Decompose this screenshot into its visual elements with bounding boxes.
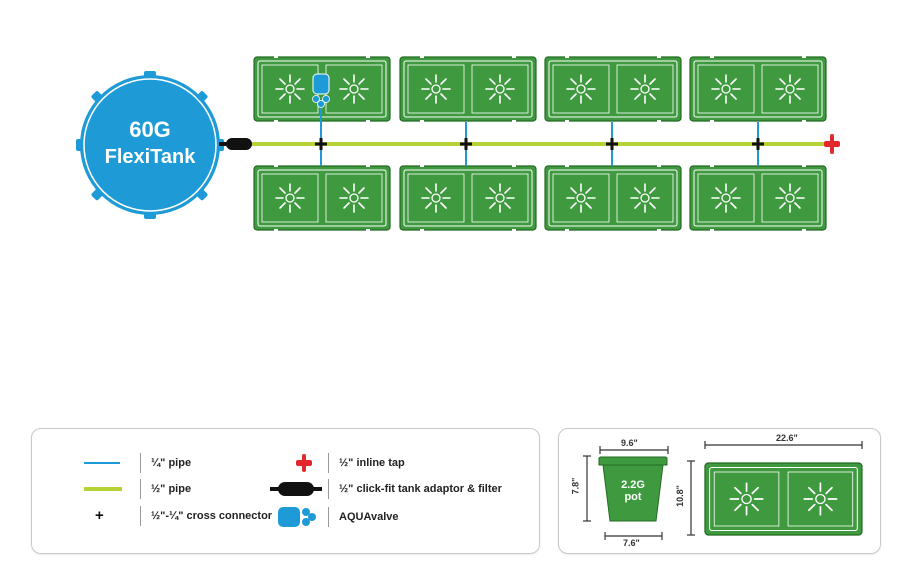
tray-height: 10.8" (674, 485, 685, 507)
tank-label-line1: 60G (129, 117, 171, 142)
tray-row-top (254, 56, 826, 122)
tray-row-bottom (254, 165, 826, 231)
legend-aquavalve: AQUAvalve (339, 511, 399, 523)
legend-row-tank-adaptor: ½" click-fit tank adaptor & filter (268, 476, 502, 502)
legend-row-aquavalve: AQUAvalve (268, 504, 399, 530)
pot-label: 2.2G pot (619, 479, 647, 503)
legend-row-cross-connector: + ½"-¼" cross connector (62, 503, 272, 529)
legend-quarter-pipe: ¼" pipe (151, 457, 192, 469)
half-pipe-icon (62, 476, 132, 502)
pot-top-width: 9.6" (621, 438, 638, 448)
legend-cross-connector: ½"-¼" cross connector (151, 510, 273, 522)
legend-row-half-pipe: ½" pipe (62, 476, 191, 502)
aquavalve-icon (312, 73, 330, 108)
aquavalve-icon (268, 504, 328, 530)
pot-label-line2: pot (624, 491, 642, 503)
quarter-pipe-icon (62, 450, 132, 476)
inline-tap-icon (288, 450, 328, 476)
tank-label-line2: FlexiTank (105, 146, 197, 168)
cross-connector-icon: + (95, 507, 104, 524)
tank-adaptor-icon (268, 476, 328, 502)
legend-tank-adaptor: ½" click-fit tank adaptor & filter (339, 483, 502, 495)
legend-half-pipe: ½" pipe (151, 483, 192, 495)
legend-row-inline-tap: ½" inline tap (288, 450, 405, 476)
pot-bottom-width: 7.6" (623, 538, 640, 548)
tank-adaptor-icon (219, 138, 252, 150)
legend-inline-tap: ½" inline tap (339, 457, 405, 469)
inline-tap-icon (824, 134, 840, 154)
flexitank: 60G FlexiTank (76, 71, 224, 219)
legend-panel: ¼" pipe ½" pipe + ½"-¼" cross connector … (31, 428, 540, 554)
pot-label-line1: 2.2G (621, 479, 645, 491)
size-reference-panel: 9.6" 7.6" 7.8" 22.6" 10.8" 2.2G pot (558, 428, 881, 554)
legend-row-quarter-pipe: ¼" pipe (62, 450, 191, 476)
pot-height: 7.8" (570, 477, 581, 495)
tray-width: 22.6" (776, 433, 798, 443)
size-reference-drawing (583, 441, 863, 540)
